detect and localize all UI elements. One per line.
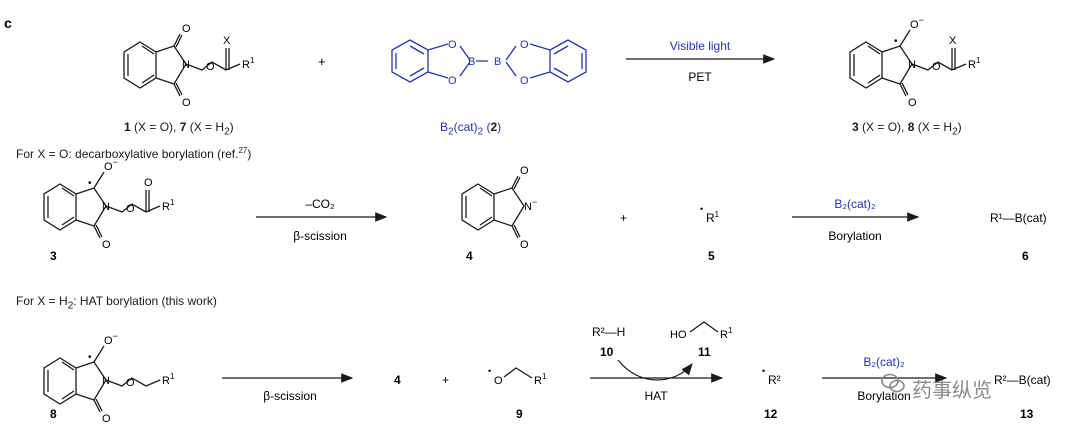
arrow-label-borylation: Borylation bbox=[857, 389, 910, 403]
atom-n: N bbox=[102, 201, 110, 213]
compound-number: 8 bbox=[50, 407, 57, 421]
atom-o: O bbox=[932, 61, 941, 73]
atom-x: X bbox=[223, 35, 231, 47]
atom-b: B bbox=[468, 56, 475, 68]
compound-1-7: O O N O X R1 bbox=[123, 23, 255, 109]
atom-n: N bbox=[908, 59, 916, 71]
reagent-r2h: R²—H bbox=[592, 325, 625, 339]
compound-number: 4 bbox=[394, 373, 401, 387]
compound-number: 11 bbox=[698, 345, 711, 359]
radical-dot: • bbox=[88, 178, 92, 189]
compound-3-8: • O− O N O X R1 bbox=[849, 15, 981, 109]
radical-dot: • bbox=[88, 352, 92, 363]
compound-number: 6 bbox=[1022, 249, 1029, 263]
radical-dot: • bbox=[762, 366, 765, 376]
curved-arrow bbox=[617, 359, 693, 381]
compound-number: 9 bbox=[516, 407, 523, 421]
atom-o: O bbox=[520, 75, 529, 87]
radical-r2: R² bbox=[768, 373, 781, 387]
panel-letter: c bbox=[4, 15, 12, 31]
arrow-label-borylation: Borylation bbox=[828, 229, 881, 243]
arrow-label-b2cat2: B₂(cat)₂ bbox=[834, 197, 876, 211]
atom-o-anion: O− bbox=[104, 157, 118, 173]
atom-n: N bbox=[182, 59, 190, 71]
compound-number: 13 bbox=[1020, 407, 1034, 421]
atom-o: O bbox=[520, 239, 529, 251]
radical-dot: • bbox=[700, 204, 703, 214]
atom-o: O bbox=[520, 165, 529, 177]
alcohol-11: HO R1 bbox=[670, 321, 733, 341]
heading-decarboxylative: For X = O: decarboxylative borylation (r… bbox=[16, 146, 252, 161]
atom-x: X bbox=[949, 35, 957, 47]
svg-text:R1: R1 bbox=[534, 372, 547, 387]
label-compounds-3-8: 3 (X = O), 8 (X = H2) bbox=[852, 120, 962, 138]
atom-o: O bbox=[126, 377, 135, 389]
plus-sign: + bbox=[318, 54, 326, 69]
atom-o: O bbox=[448, 39, 457, 51]
product-6: R¹—B(cat) bbox=[990, 211, 1047, 225]
compound-3: • O− O N O O R1 bbox=[43, 157, 175, 251]
plus-sign: + bbox=[442, 373, 449, 387]
atom-b: B bbox=[494, 56, 501, 68]
atom-o: O bbox=[102, 239, 111, 251]
r1-group: R1 bbox=[162, 198, 175, 213]
atom-n: N bbox=[102, 375, 110, 387]
r1-group: R1 bbox=[162, 372, 175, 387]
radical-r1: R1 bbox=[706, 210, 720, 225]
arrow-label-visible-light: Visible light bbox=[670, 39, 731, 53]
atom-o: O bbox=[182, 23, 191, 35]
svg-text:HO: HO bbox=[670, 329, 687, 341]
atom-o-anion: O− bbox=[104, 331, 118, 347]
arrow-label-beta-scission: β-scission bbox=[263, 389, 317, 403]
compound-number: 3 bbox=[50, 249, 57, 263]
compound-number: 12 bbox=[764, 407, 778, 421]
compound-number: 10 bbox=[600, 345, 614, 359]
atom-o: O bbox=[520, 39, 529, 51]
radical-dot: • bbox=[894, 36, 898, 47]
product-13: R²—B(cat) bbox=[994, 373, 1051, 387]
compound-4: O O N− bbox=[461, 165, 537, 251]
heading-hat-borylation: For X = H2: HAT borylation (this work) bbox=[16, 294, 217, 312]
arrow-label-pet: PET bbox=[688, 70, 712, 84]
r1-group: R1 bbox=[968, 56, 981, 71]
compound-number: 5 bbox=[708, 249, 715, 263]
label-b2cat2: B2(cat)2 (2) bbox=[440, 120, 502, 138]
r1-group: R1 bbox=[242, 56, 255, 71]
compound-number: 4 bbox=[466, 249, 473, 263]
svg-text:R1: R1 bbox=[720, 326, 733, 341]
atom-o: O bbox=[206, 61, 215, 73]
watermark-text: 药事纵览 bbox=[912, 378, 992, 402]
arrow-label-co2: –CO₂ bbox=[305, 197, 335, 211]
arrow-label-beta-scission: β-scission bbox=[293, 229, 347, 243]
svg-text:•: • bbox=[488, 366, 491, 376]
atom-o: O bbox=[182, 97, 191, 109]
atom-o: O bbox=[908, 97, 917, 109]
atom-o-anion: O− bbox=[910, 15, 924, 31]
b2cat2-molecule bbox=[391, 39, 587, 83]
atom-o: O bbox=[102, 413, 111, 425]
plus-sign: + bbox=[620, 211, 627, 225]
arrow-label-b2cat2: B₂(cat)₂ bbox=[863, 355, 905, 369]
atom-o: O bbox=[126, 203, 135, 215]
atom-n-anion: N− bbox=[524, 197, 537, 213]
atom-o: O bbox=[448, 75, 457, 87]
arrow-label-hat: HAT bbox=[644, 389, 668, 403]
svg-text:O: O bbox=[494, 375, 503, 387]
alkoxy-radical-9: • O R1 bbox=[488, 366, 547, 387]
atom-o: O bbox=[144, 177, 153, 189]
compound-8: • O− O N O R1 bbox=[43, 331, 175, 425]
wechat-logo-icon bbox=[881, 373, 905, 393]
label-compounds-1-7: 1 (X = O), 7 (X = H2) bbox=[124, 120, 234, 138]
